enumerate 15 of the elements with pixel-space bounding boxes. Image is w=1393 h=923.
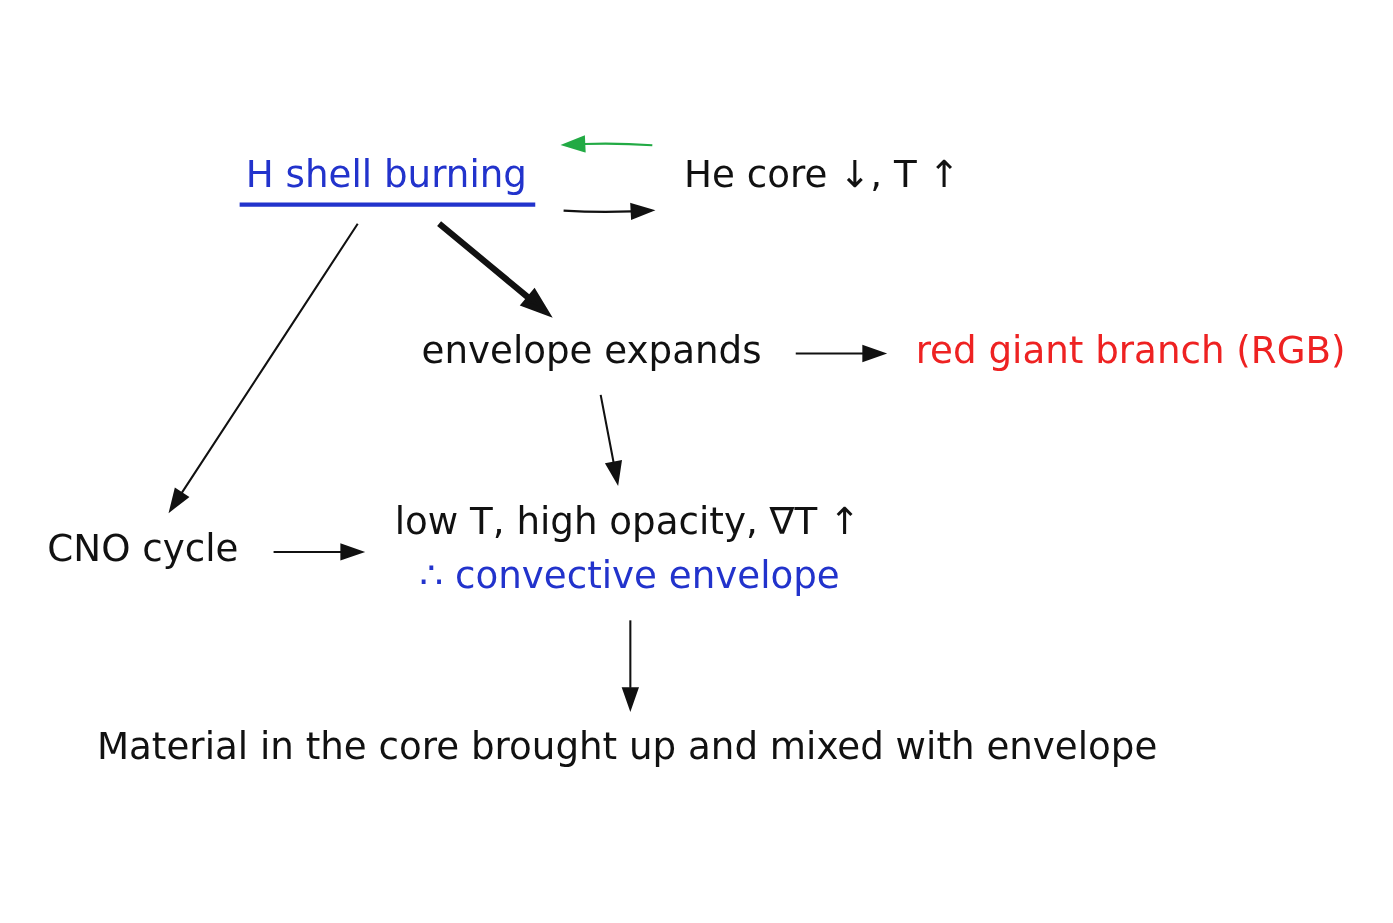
arrow [168,222,359,513]
arrow [437,220,553,318]
arrow [563,202,656,220]
arrow [273,542,366,561]
node-text: He core ↓, T ↑ [684,151,960,196]
node-text: red giant branch (RGB) [915,327,1346,372]
arrow [560,134,653,153]
node-text: H shell burning [245,151,527,196]
node-text: Material in the core brought up and mixed with envelope [96,723,1158,768]
arrow [599,394,622,486]
node-text: envelope expands [421,327,762,372]
arrow [795,344,888,362]
node-text: CNO cycle [47,525,239,570]
node-text: low T, high opacity, ∇T ↑ ∴ convective envelope [394,498,861,597]
arrow [621,619,640,712]
